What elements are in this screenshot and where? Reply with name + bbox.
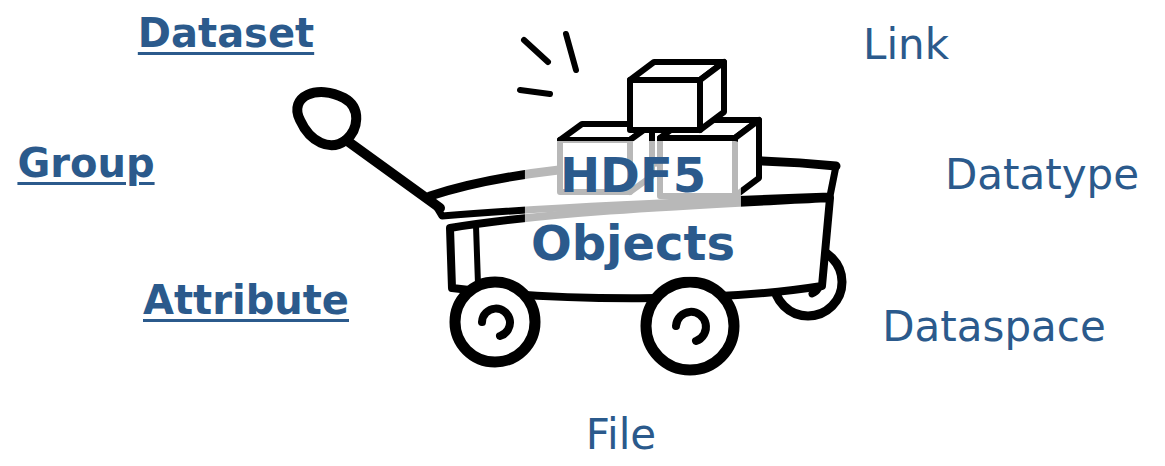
object-label: Group [17,139,154,187]
object-label: Attribute [143,276,349,324]
wagon-side [476,226,478,284]
wheel-hub [676,312,706,341]
object-label: Datatype [945,150,1139,200]
title-label: HDF5 Objects [525,141,741,277]
object-label: Dataset [138,9,314,57]
wagon-drawing [297,34,842,370]
sparkle-mark [520,90,550,94]
sparkle-mark [566,34,576,70]
object-label: File [586,410,656,460]
middle-wheel [646,282,734,370]
sparkle-mark [524,40,548,62]
object-label: Dataspace [882,302,1106,352]
front-wheel [455,282,535,362]
object-label: Link [863,20,949,70]
wheel-hub [482,309,510,336]
